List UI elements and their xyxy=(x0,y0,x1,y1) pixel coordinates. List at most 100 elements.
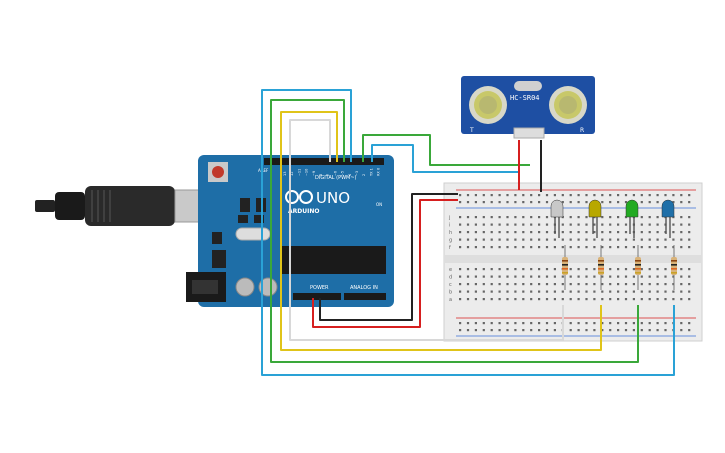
breadboard-hole xyxy=(498,231,501,234)
breadboard-hole xyxy=(538,298,541,301)
breadboard-hole xyxy=(459,223,462,226)
breadboard-hole xyxy=(648,194,651,197)
breadboard-hole xyxy=(490,290,493,293)
digital-pin-label: ~10 xyxy=(305,169,309,176)
breadboard-hole xyxy=(617,194,620,197)
breadboard-hole xyxy=(593,194,596,197)
breadboard-hole xyxy=(632,298,635,301)
breadboard-hole xyxy=(688,298,691,301)
breadboard-hole xyxy=(459,298,462,301)
breadboard-hole xyxy=(672,246,675,249)
breadboard-hole xyxy=(490,246,493,249)
breadboard-hole xyxy=(553,298,556,301)
arduino-logo-icon xyxy=(285,190,313,204)
breadboard-hole xyxy=(498,194,501,197)
breadboard-hole xyxy=(624,290,628,293)
breadboard-hole xyxy=(466,194,470,197)
breadboard-hole xyxy=(577,238,580,241)
breadboard-hole xyxy=(593,246,596,249)
breadboard-hole xyxy=(640,322,643,325)
breadboard-hole xyxy=(680,223,683,226)
breadboard-hole xyxy=(482,329,485,332)
breadboard-hole xyxy=(569,322,572,325)
breadboard-hole xyxy=(474,216,477,219)
breadboard-hole xyxy=(640,275,643,278)
breadboard-hole xyxy=(569,246,572,249)
wire-green-top xyxy=(362,134,530,166)
breadboard-hole xyxy=(664,298,667,301)
breadboard-hole xyxy=(640,290,643,293)
breadboard-hole xyxy=(474,329,477,332)
breadboard-hole xyxy=(506,329,509,332)
breadboard-hole xyxy=(648,322,651,325)
breadboard-hole xyxy=(545,246,549,249)
breadboard-hole xyxy=(561,223,564,226)
breadboard-hole xyxy=(624,268,628,271)
breadboard-hole xyxy=(617,246,620,249)
breadboard-hole xyxy=(593,283,596,286)
breadboard-hole xyxy=(474,246,477,249)
breadboard-hole xyxy=(632,268,635,271)
breadboard-hole xyxy=(530,275,533,278)
breadboard-hole xyxy=(545,275,549,278)
breadboard-hole xyxy=(474,223,477,226)
power-header xyxy=(293,293,341,300)
breadboard-hole xyxy=(522,298,525,301)
breadboard-hole xyxy=(656,246,659,249)
breadboard-hole xyxy=(553,238,556,241)
board-model: UNO xyxy=(316,189,350,207)
breadboard-hole xyxy=(656,275,659,278)
breadboard-hole xyxy=(466,231,470,234)
breadboard-hole xyxy=(522,194,525,197)
ultrasonic-sensor: HC-SR04 T R xyxy=(461,76,595,139)
breadboard-hole xyxy=(498,201,501,204)
breadboard-hole xyxy=(530,201,533,204)
breadboard-hole xyxy=(545,298,549,301)
breadboard-hole xyxy=(585,231,588,234)
sensor-name: HC-SR04 xyxy=(510,94,540,102)
digital-pin-label: 7 xyxy=(326,174,330,176)
breadboard-hole xyxy=(664,290,667,293)
digital-pin-label: 8 xyxy=(319,174,323,176)
breadboard-hole xyxy=(466,216,470,219)
board-brand: ARDUINO xyxy=(288,208,319,215)
breadboard-hole xyxy=(522,329,525,332)
breadboard-hole xyxy=(482,216,485,219)
breadboard-hole xyxy=(577,329,580,332)
breadboard-hole xyxy=(466,268,470,271)
row-letter: f xyxy=(449,245,451,251)
breadboard-hole xyxy=(609,275,612,278)
breadboard-hole xyxy=(656,298,659,301)
breadboard-hole xyxy=(569,275,572,278)
breadboard-hole xyxy=(617,238,620,241)
breadboard-hole xyxy=(640,268,643,271)
breadboard-hole xyxy=(640,298,643,301)
breadboard-hole xyxy=(506,223,509,226)
breadboard-hole xyxy=(482,298,485,301)
breadboard-hole xyxy=(474,231,477,234)
breadboard-hole xyxy=(538,246,541,249)
row-letter: g xyxy=(449,238,452,244)
breadboard-hole xyxy=(498,268,501,271)
breadboard-hole xyxy=(664,194,667,197)
analog-label: ANALOG IN xyxy=(350,285,378,291)
breadboard-hole xyxy=(664,329,667,332)
breadboard-hole xyxy=(474,283,477,286)
row-letter: c xyxy=(449,282,452,288)
breadboard-hole xyxy=(538,290,541,293)
wire-blue-led xyxy=(261,89,675,376)
breadboard-hole xyxy=(490,194,493,197)
breadboard-hole xyxy=(648,246,651,249)
row-letter: a xyxy=(449,297,452,303)
led-blue xyxy=(661,199,675,218)
breadboard-hole xyxy=(498,238,501,241)
breadboard-hole xyxy=(561,231,564,234)
breadboard-hole xyxy=(672,238,675,241)
breadboard-hole xyxy=(609,201,612,204)
breadboard-hole xyxy=(490,223,493,226)
breadboard-hole xyxy=(530,290,533,293)
digital-pin-label: ~3 xyxy=(355,171,359,176)
breadboard-hole xyxy=(561,194,564,197)
breadboard-hole xyxy=(538,238,541,241)
